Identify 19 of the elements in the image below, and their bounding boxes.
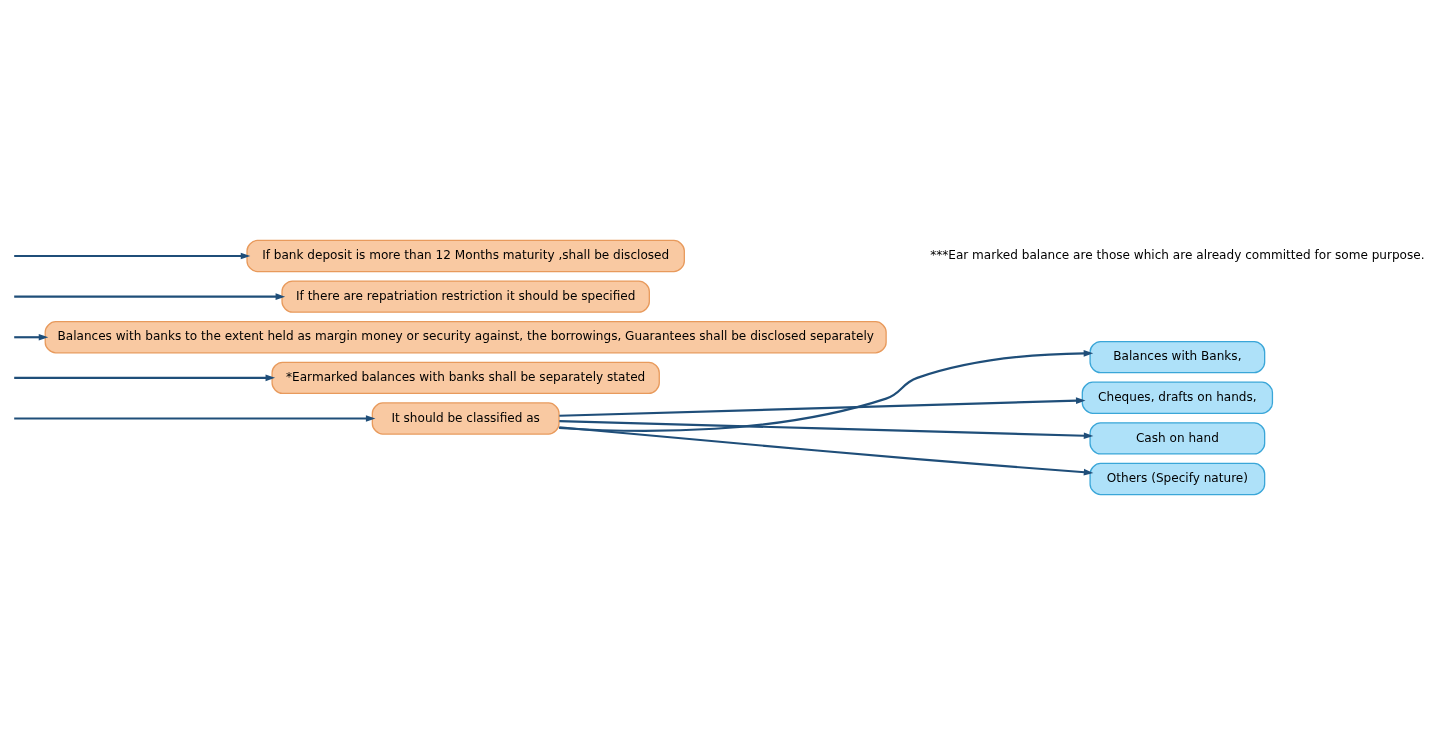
node-box: Balances with banks to the extent held as margin money or security against, the borrowings, Guarantees shall be disclosed separately [44,320,887,353]
node-box: It should be classified as [371,401,560,435]
arrow [559,349,1094,432]
arrow [14,252,251,259]
label: ***Ear marked balance are those which are already committed for some purpose. [930,247,1425,262]
node-box: If there are repatriation restriction it should be specified [281,279,650,313]
node-box: Cheques, drafts on hands, [1081,381,1274,414]
arrow [14,414,376,422]
node-box: Cash on hand [1089,421,1266,455]
arrow [559,425,1094,475]
arrow [559,396,1086,417]
node-box: Others (Specify nature) [1089,462,1266,495]
node-box: Balances with Banks, [1089,340,1266,373]
arrow [14,292,286,300]
arrow [559,419,1094,439]
arrow [14,374,276,381]
node-box: If bank deposit is more than 12 Months maturity ,shall be disclosed [246,239,685,272]
arrow [14,333,49,341]
node-box: *Earmarked balances with banks shall be separately stated [271,361,660,394]
